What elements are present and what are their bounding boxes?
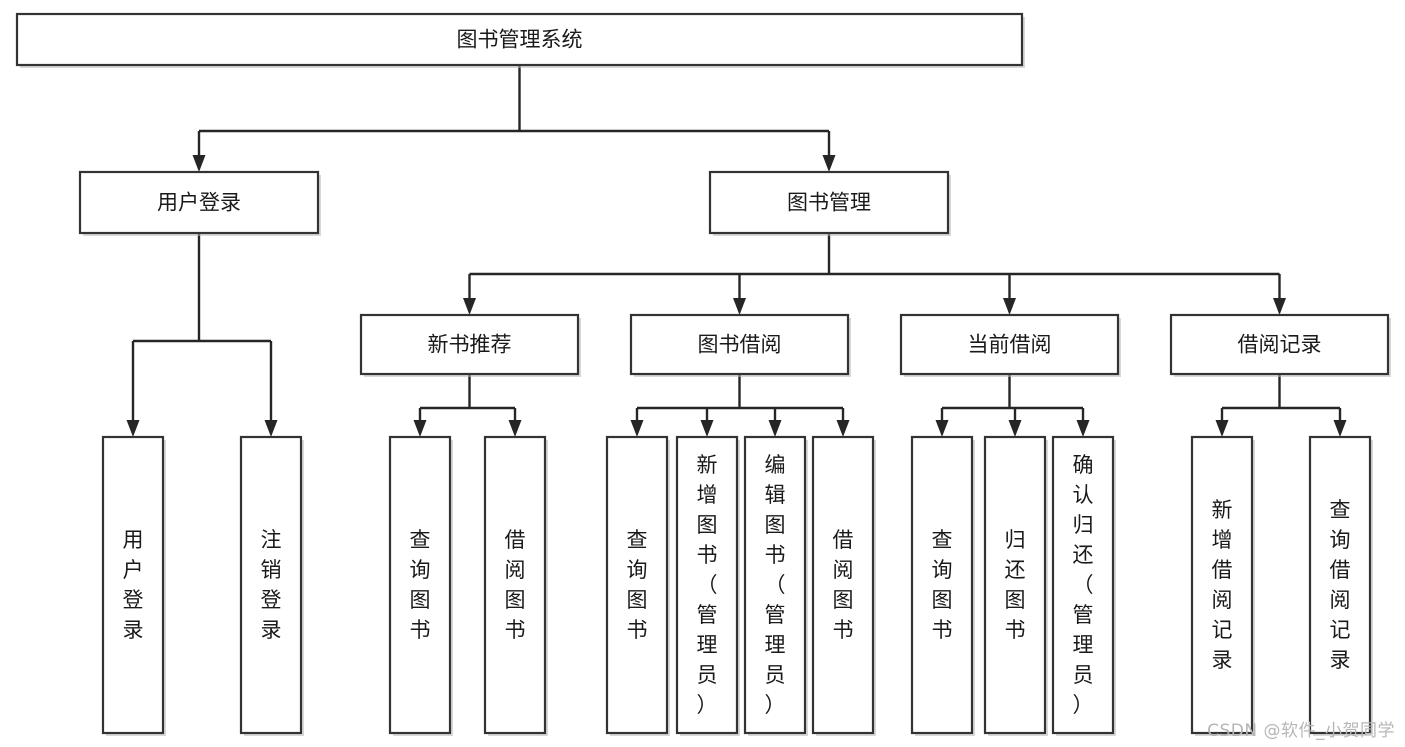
node-label: 注销登录 (261, 528, 282, 642)
arrow-head-icon (508, 420, 522, 437)
node-label: 新增图书（管理员） (697, 453, 718, 717)
arrow-head-icon (1076, 420, 1090, 437)
node-box[interactable] (1190, 435, 1254, 735)
node-box[interactable] (78, 170, 320, 235)
arrow-head-icon (1008, 420, 1022, 437)
node-label: 确认归还（管理员） (1073, 453, 1094, 717)
node-label: 当前借阅 (968, 333, 1052, 357)
arrow-head-icon (768, 420, 782, 437)
node-root[interactable]: 图书管理系统 (15, 12, 1025, 68)
arrow-head-icon (192, 155, 206, 172)
node-leaf-edit-book[interactable]: 编辑图书（管理员） (743, 435, 808, 736)
node-box[interactable] (910, 435, 974, 735)
node-box[interactable] (983, 435, 1047, 735)
node-leaf-borrow-book-2[interactable]: 借阅图书 (811, 435, 876, 736)
node-leaf-query-book-1[interactable]: 查询图书 (388, 435, 453, 736)
arrow-head-icon (463, 298, 476, 315)
node-label: 查询借阅记录 (1330, 498, 1351, 672)
node-leaf-add-record[interactable]: 新增借阅记录 (1190, 435, 1255, 736)
node-box[interactable] (629, 313, 850, 376)
node-box[interactable] (15, 12, 1024, 67)
node-label: 归还图书 (1005, 528, 1026, 642)
node-user-login[interactable]: 用户登录 (78, 170, 321, 236)
node-leaf-borrow-book-1[interactable]: 借阅图书 (483, 435, 548, 736)
connector-layer (126, 65, 1347, 437)
node-label: 借阅图书 (833, 528, 854, 642)
node-leaf-user-login[interactable]: 用户登录 (101, 435, 166, 736)
node-leaf-query-book-2[interactable]: 查询图书 (605, 435, 670, 736)
node-leaf-add-book[interactable]: 新增图书（管理员） (675, 435, 740, 736)
watermark-label: CSDN @软件_小贺同学 (1207, 721, 1395, 741)
node-leaf-confirm-return[interactable]: 确认归还（管理员） (1051, 435, 1116, 736)
node-box[interactable] (899, 313, 1120, 376)
arrow-head-icon (630, 420, 644, 437)
node-label: 新书推荐 (428, 333, 512, 357)
node-label: 图书管理 (787, 191, 871, 215)
node-leaf-return-book[interactable]: 归还图书 (983, 435, 1048, 736)
node-book-manage[interactable]: 图书管理 (708, 170, 951, 236)
arrow-head-icon (126, 420, 140, 437)
node-box[interactable] (1308, 435, 1372, 735)
node-leaf-query-book-3[interactable]: 查询图书 (910, 435, 975, 736)
node-label: 借阅记录 (1238, 333, 1322, 357)
arrow-head-icon (1333, 420, 1347, 437)
arrow-head-icon (822, 155, 836, 172)
arrow-head-icon (264, 420, 278, 437)
node-leaf-logout[interactable]: 注销登录 (239, 435, 304, 736)
node-label: 新增借阅记录 (1212, 498, 1233, 672)
node-book-borrow[interactable]: 图书借阅 (629, 313, 851, 377)
node-label: 图书管理系统 (457, 28, 583, 52)
arrow-head-icon (836, 420, 850, 437)
node-box[interactable] (388, 435, 452, 735)
node-label: 用户登录 (157, 191, 241, 215)
node-label: 查询图书 (932, 528, 953, 642)
arrow-head-icon (1003, 298, 1016, 315)
node-label: 编辑图书（管理员） (765, 453, 786, 717)
node-new-book-rec[interactable]: 新书推荐 (359, 313, 581, 377)
arrow-head-icon (413, 420, 427, 437)
node-leaf-query-record[interactable]: 查询借阅记录 (1308, 435, 1373, 736)
node-layer: 图书管理系统用户登录图书管理新书推荐图书借阅当前借阅借阅记录用户登录注销登录查询… (15, 12, 1391, 736)
node-box[interactable] (605, 435, 669, 735)
arrow-head-icon (1273, 298, 1286, 315)
node-box[interactable] (1169, 313, 1390, 376)
node-box[interactable] (239, 435, 303, 735)
arrow-head-icon (1215, 420, 1229, 437)
node-box[interactable] (743, 435, 807, 735)
arrow-head-icon (700, 420, 714, 437)
node-box[interactable] (101, 435, 165, 735)
arrow-head-icon (935, 420, 949, 437)
node-box[interactable] (675, 435, 739, 735)
node-label: 用户登录 (123, 528, 144, 642)
node-label: 借阅图书 (505, 528, 526, 642)
node-box[interactable] (359, 313, 580, 376)
node-label: 查询图书 (410, 528, 431, 642)
node-current-borrow[interactable]: 当前借阅 (899, 313, 1121, 377)
node-box[interactable] (708, 170, 950, 235)
node-box[interactable] (1051, 435, 1115, 735)
arrow-head-icon (733, 298, 746, 315)
node-borrow-record[interactable]: 借阅记录 (1169, 313, 1391, 377)
node-box[interactable] (811, 435, 875, 735)
node-label: 图书借阅 (698, 333, 782, 357)
node-box[interactable] (483, 435, 547, 735)
node-label: 查询图书 (627, 528, 648, 642)
